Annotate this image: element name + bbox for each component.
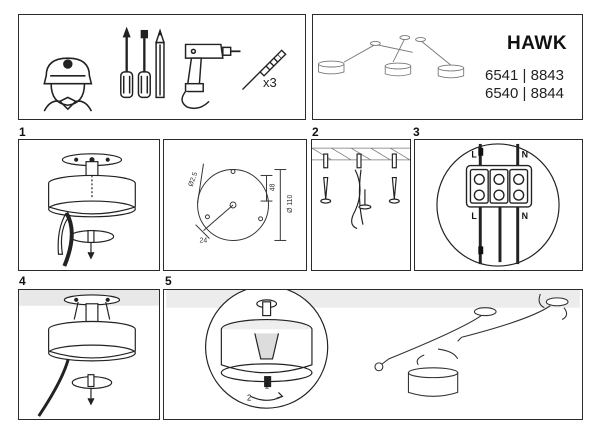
terminal-neutral-bottom: N	[522, 211, 528, 221]
step-4-panel	[18, 289, 160, 420]
screwdriver-phillips-icon	[120, 26, 134, 99]
electrician-icon	[43, 57, 93, 112]
screwdriver-flat-icon	[137, 29, 151, 99]
step-2-panel	[311, 139, 411, 271]
step-3-wiring-illustration: L N L N	[436, 143, 560, 267]
step-5-panel: 1 2	[163, 289, 583, 420]
step-3-panel: L N L N	[414, 139, 583, 271]
dim-diameter: Ø 110	[287, 194, 294, 212]
wall-plug-icon	[241, 49, 287, 91]
step-4-fixing-illustration	[19, 290, 159, 417]
tools-illustration	[43, 26, 287, 112]
dim-width: 48	[269, 183, 276, 191]
terminal-neutral-top: N	[522, 150, 528, 160]
dim-diagonal: Ø2.5	[188, 171, 200, 188]
rotation-step-2: 2	[247, 393, 251, 402]
step-3-number: 3	[413, 125, 420, 139]
terminal-live-top: L	[471, 150, 477, 160]
terminal-live-bottom: L	[471, 211, 477, 221]
product-panel: HAWK 6541 | 8843 6540 | 8844	[312, 14, 583, 120]
step-1-number: 1	[19, 125, 26, 139]
tools-panel: x3	[18, 14, 306, 120]
rotation-step-1: 1	[265, 381, 269, 390]
step-5-assembly-illustration: 1 2	[166, 290, 580, 409]
product-code-line-2: 6540 | 8844	[485, 85, 564, 102]
pencil-icon	[155, 28, 165, 99]
step-1-panel-a	[18, 139, 160, 271]
step-1-mount-illustration	[48, 153, 136, 267]
dim-offset: 24	[200, 237, 208, 244]
anchor-quantity: x3	[263, 75, 277, 90]
step-1-panel-b: Ø2.5 48 Ø 110 24	[163, 139, 307, 271]
product-name: HAWK	[507, 33, 568, 54]
step-1-drilling-template: Ø2.5 48 Ø 110 24	[188, 163, 294, 244]
step-2-anchors-illustration	[312, 147, 410, 230]
product-illustration	[318, 35, 465, 79]
drill-icon	[181, 43, 241, 110]
product-code-line-1: 6541 | 8843	[485, 67, 564, 84]
step-5-number: 5	[165, 274, 172, 288]
step-2-number: 2	[312, 125, 319, 139]
product-codes: 6541 | 8843 6540 | 8844	[485, 67, 564, 103]
step-4-number: 4	[19, 274, 26, 288]
